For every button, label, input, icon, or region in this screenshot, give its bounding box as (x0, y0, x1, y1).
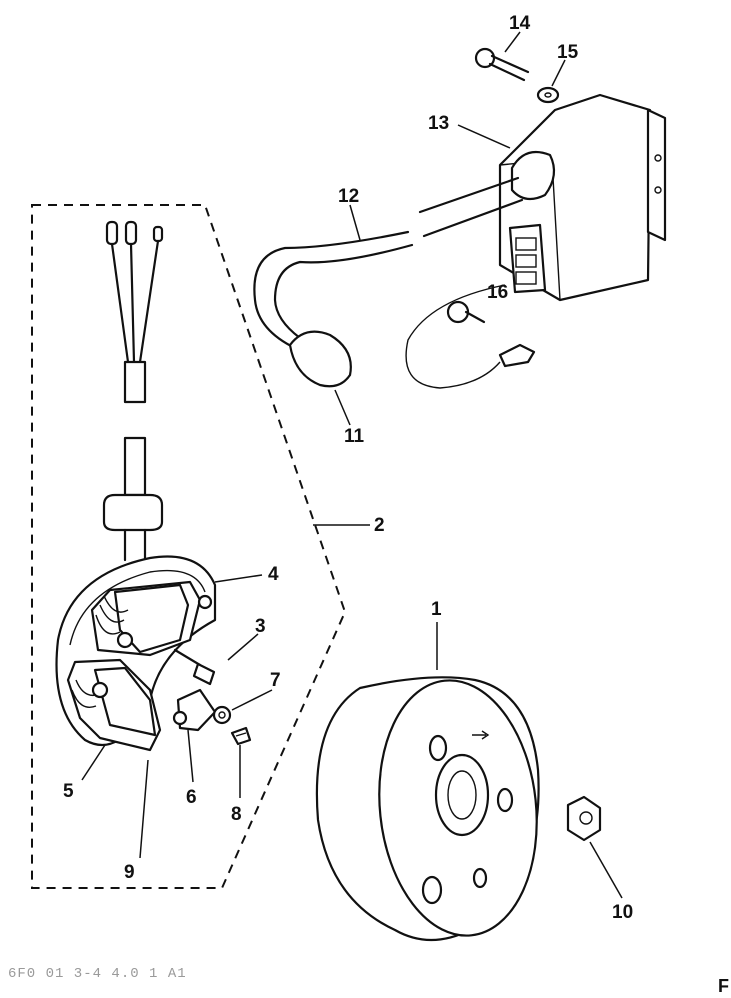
part-label-9: 9 (124, 862, 135, 883)
part-label-11: 11 (344, 426, 365, 447)
nut-10 (566, 795, 602, 842)
ground-wire (405, 284, 536, 389)
bolt-16 (446, 300, 486, 324)
corner-mark: F (718, 976, 729, 996)
leader-lines (81, 31, 623, 899)
bolt-14 (474, 47, 530, 82)
part-label-4: 4 (268, 564, 279, 585)
screw-8 (230, 726, 252, 746)
high-tension-lead (253, 176, 524, 388)
upper-coil (90, 580, 213, 657)
part-label-8: 8 (231, 804, 242, 825)
washer-7 (212, 705, 232, 725)
part-label-5: 5 (63, 781, 74, 802)
part-label-14: 14 (509, 13, 531, 34)
washer-15 (536, 86, 560, 104)
assembly-boundary (31, 204, 347, 889)
part-label-10: 10 (612, 902, 633, 923)
part-label-12: 12 (338, 186, 359, 207)
part-label-6: 6 (186, 787, 197, 808)
screw-3 (173, 648, 216, 686)
part-labels: 1 2 3 4 5 6 7 8 9 10 11 12 13 14 15 16 (63, 13, 633, 923)
ignition-coil (498, 93, 667, 302)
part-label-7: 7 (270, 670, 281, 691)
footer-code: 6F0 01 3-4 4.0 1 A1 (8, 966, 187, 982)
part-label-2: 2 (374, 515, 385, 536)
lower-coil (66, 658, 162, 752)
part-label-1: 1 (431, 599, 442, 620)
pickup-6 (172, 688, 217, 732)
flywheel (315, 676, 540, 942)
part-label-3: 3 (255, 616, 266, 637)
part-label-15: 15 (557, 42, 579, 63)
wire-harness (102, 220, 164, 562)
part-label-16: 16 (487, 282, 508, 303)
part-label-13: 13 (428, 113, 449, 134)
